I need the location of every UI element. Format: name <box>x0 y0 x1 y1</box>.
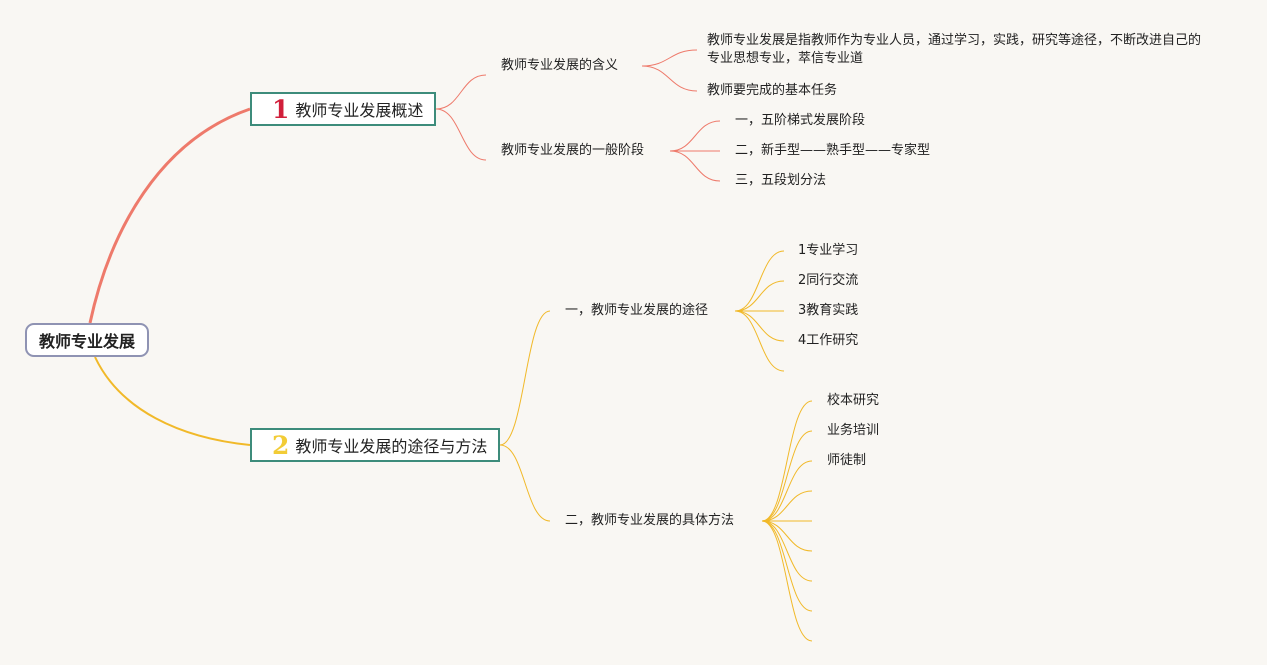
branch-2-label: 教师专业发展的途径与方法 <box>295 437 488 456</box>
b2-sub-line-9 <box>499 444 551 522</box>
stages-leaf-line-5 <box>669 120 721 152</box>
topic-stages[interactable]: 教师专业发展的一般阶段 <box>501 143 645 158</box>
method-leaf-line-15 <box>761 400 813 522</box>
approach-leaf-line-11 <box>734 280 785 312</box>
leaf-stage-2[interactable]: 二，新手型——熟手型——专家型 <box>735 143 931 158</box>
branch-2-number: 2 <box>272 430 290 460</box>
leaf-approach-4[interactable]: 4工作研究 <box>798 333 859 348</box>
method-leaf-line-18 <box>761 490 813 522</box>
leaf-stage-1[interactable]: 一，五阶梯式发展阶段 <box>735 113 866 128</box>
topic-meaning[interactable]: 教师专业发展的含义 <box>501 58 619 73</box>
leaf-approach-2[interactable]: 2同行交流 <box>798 273 859 288</box>
method-leaf-line-21 <box>761 520 813 582</box>
branch-1-label: 教师专业发展概述 <box>295 101 424 120</box>
meaning-leaf-line-3 <box>641 49 698 67</box>
b2-sub-line-8 <box>499 310 551 446</box>
leaf-approach-3[interactable]: 3教育实践 <box>798 303 859 318</box>
topic-methods[interactable]: 二，教师专业发展的具体方法 <box>565 513 735 528</box>
branch-2-node[interactable]: 2 教师专业发展的途径与方法 <box>250 428 500 462</box>
approach-leaf-line-13 <box>734 310 785 342</box>
root-node-label: 教师专业发展 <box>38 332 135 351</box>
leaf-stage-3[interactable]: 三，五段划分法 <box>735 173 827 188</box>
branch-1-number: 1 <box>272 94 290 124</box>
leaf-method-3[interactable]: 师徒制 <box>827 453 867 468</box>
branch-1-node[interactable]: 1 教师专业发展概述 <box>250 92 436 126</box>
root-to-branch-1-line <box>88 107 251 324</box>
topic-approaches[interactable]: 一，教师专业发展的途径 <box>565 303 709 318</box>
method-leaf-line-20 <box>761 520 813 552</box>
meaning-leaf-line-4 <box>641 65 698 92</box>
stages-leaf-line-7 <box>669 150 721 182</box>
leaf-meaning-definition[interactable]: 教师专业发展是指教师作为专业人员，通过学习，实践，研究等途径，不断改进自己的专业… <box>707 33 1202 66</box>
approach-leaf-line-10 <box>734 250 785 312</box>
method-leaf-line-16 <box>761 430 813 522</box>
approach-leaf-line-14 <box>734 310 785 372</box>
leaf-method-2[interactable]: 业务培训 <box>827 423 880 438</box>
b1-sub-line-0 <box>435 74 487 110</box>
method-leaf-line-17 <box>761 460 813 522</box>
leaf-meaning-tasks[interactable]: 教师要完成的基本任务 <box>707 83 838 98</box>
method-leaf-line-22 <box>761 520 813 612</box>
leaf-method-1[interactable]: 校本研究 <box>827 393 880 408</box>
method-leaf-line-23 <box>761 520 813 642</box>
root-node[interactable]: 教师专业发展 <box>25 323 149 357</box>
root-to-branch-2-line <box>94 356 251 446</box>
leaf-approach-1[interactable]: 1专业学习 <box>798 243 859 258</box>
b1-sub-line-1 <box>435 108 487 161</box>
